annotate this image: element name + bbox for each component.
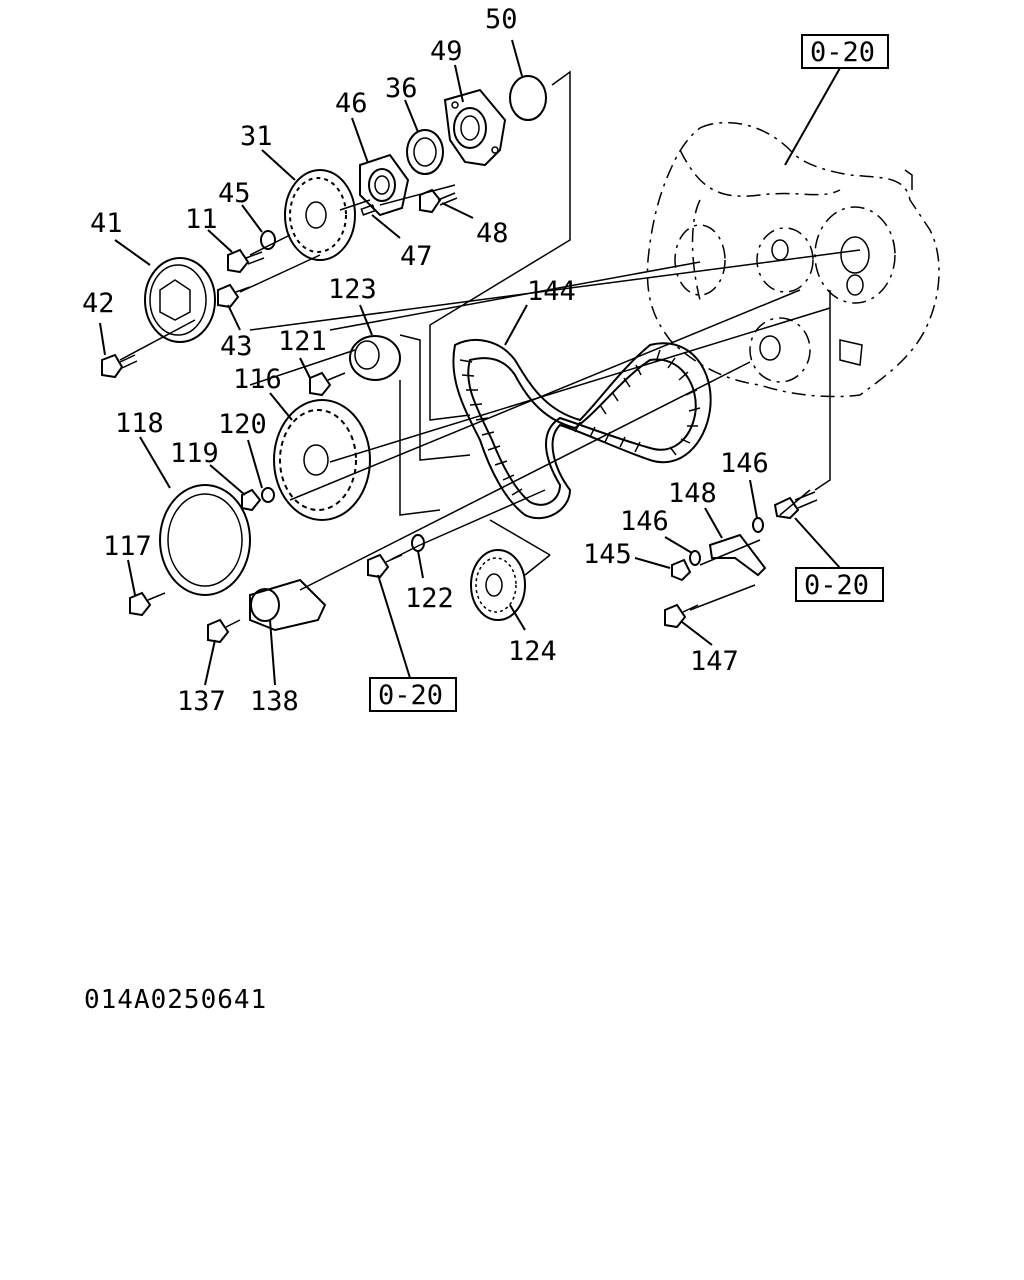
callout-137: 137 [177,686,226,717]
callout-119: 119 [170,438,219,469]
leader-lines [99,39,841,686]
callout-148: 148 [668,478,717,509]
timing-belt [452,339,712,520]
callout-48: 48 [476,218,509,249]
o-ring-50 [509,75,547,121]
stud-0-20-right [773,491,818,520]
callout-49: 49 [430,36,463,67]
reference-label-top-right: 0-20 [810,37,875,68]
callout-labels: 50 49 36 46 31 45 11 41 47 48 42 43 123 … [82,4,769,717]
nut-145 [671,558,692,582]
washer-45 [260,230,276,250]
bolt-42 [101,353,138,379]
callout-121: 121 [278,326,327,357]
callout-122: 122 [405,583,454,614]
alignment-lines [119,184,861,611]
callout-145: 145 [583,539,632,570]
housing-49 [443,88,507,167]
tensioner-138 [249,578,327,632]
bolt-117 [129,591,166,617]
bolt-0-20-lower [367,553,403,579]
callout-11: 11 [185,204,218,235]
bracket-lines [399,70,831,516]
bolt-137 [207,618,241,644]
callout-146-lower: 146 [620,506,669,537]
callout-47: 47 [400,241,433,272]
callout-120: 120 [218,409,267,440]
callout-41: 41 [90,208,123,239]
gear-116 [273,399,371,521]
callout-46: 46 [335,88,368,119]
pin-47 [360,204,376,216]
cover-118 [159,484,251,596]
bolt-11 [227,248,265,274]
washer-146-b [689,550,701,566]
gear-31 [284,169,356,261]
callout-116: 116 [233,364,282,395]
reference-box-right: 0-20 [795,567,884,602]
callout-147: 147 [690,646,739,677]
callout-124: 124 [508,636,557,667]
bracket-148 [708,533,767,577]
bolt-121 [309,371,346,397]
drawing-code: 014A0250641 [84,985,268,1015]
callout-42: 42 [82,288,115,319]
callout-117: 117 [103,531,152,562]
callout-31: 31 [240,121,273,152]
nut-119 [241,488,262,512]
cover-41 [144,257,216,343]
washer-146-a [752,517,764,533]
callout-118: 118 [115,408,164,439]
idler-123 [349,335,401,381]
callout-45: 45 [218,178,251,209]
pulley-124 [470,549,526,621]
callout-50: 50 [485,4,518,35]
callout-144: 144 [527,276,576,307]
oil-seal-36 [406,129,444,175]
callout-43: 43 [220,331,253,362]
reference-box-top-right: 0-20 [801,34,889,69]
bolt-48 [419,188,458,214]
callout-36: 36 [385,73,418,104]
ring-120 [261,487,275,503]
engine-block [646,121,940,398]
bolt-147 [664,603,699,629]
holder-46 [359,153,410,217]
reference-box-bottom: 0-20 [369,677,457,712]
bolt-43 [217,283,251,309]
callout-146-upper: 146 [720,448,769,479]
reference-label-bottom: 0-20 [378,680,443,711]
callout-123: 123 [328,274,377,305]
washer-122 [411,534,425,552]
reference-label-right: 0-20 [804,570,869,601]
callout-138: 138 [250,686,299,717]
